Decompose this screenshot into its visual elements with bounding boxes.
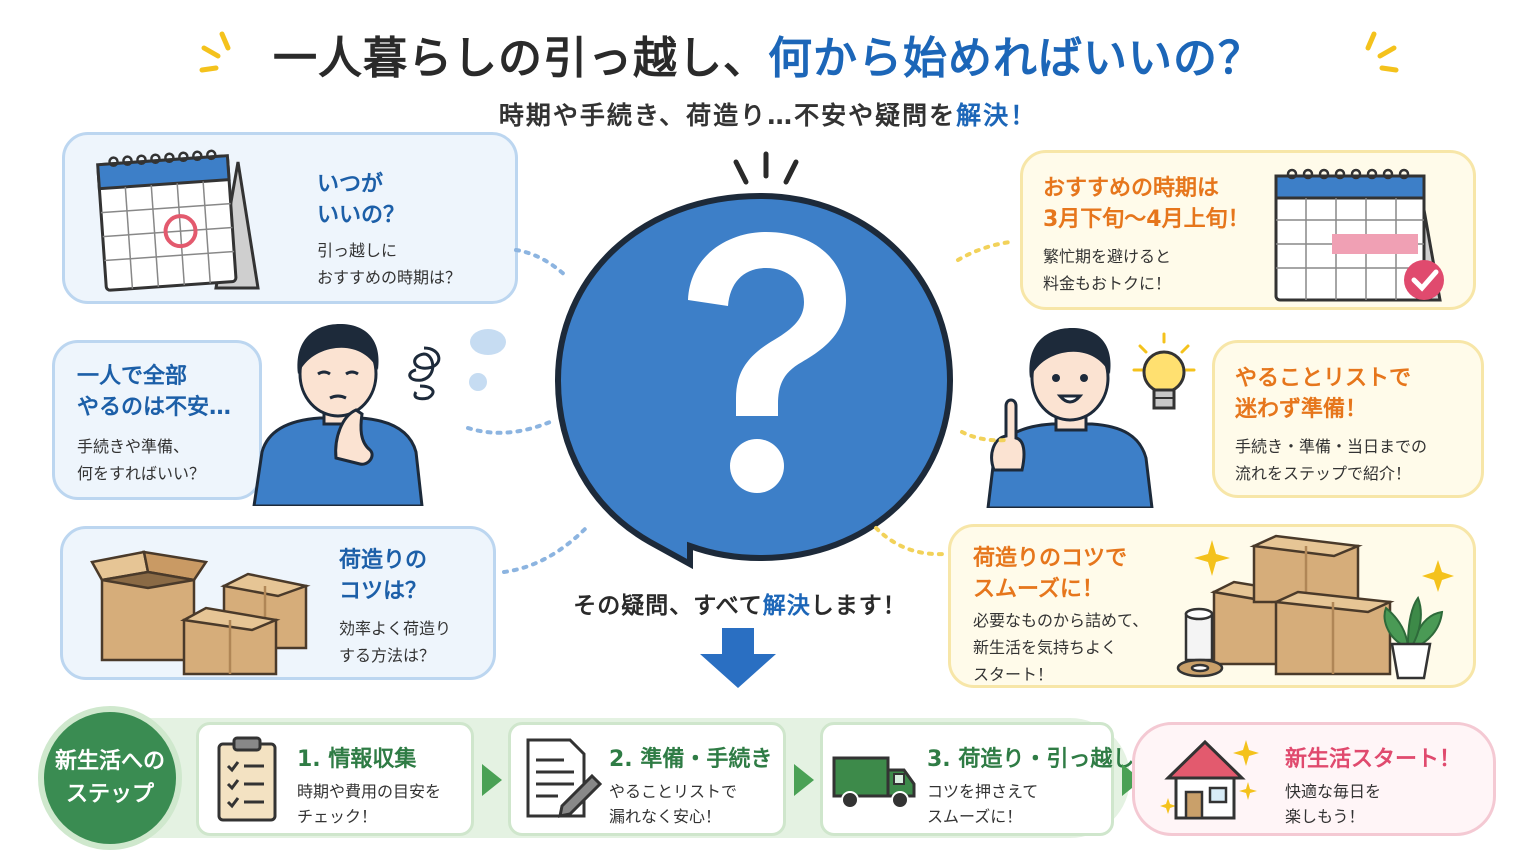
calendar-icon — [96, 149, 260, 292]
confused-swirl-icon — [408, 346, 441, 401]
step-3-title: 3. 荷造り・引っ越し — [927, 747, 1135, 772]
worried-person-icon — [252, 324, 424, 506]
document-pen-icon — [526, 738, 602, 818]
card-tips-text: 必要なものから詰めて、 新生活を気持ちよく スタート！ — [973, 611, 1149, 684]
dotted-connector — [874, 526, 946, 557]
down-arrow-icon — [700, 628, 776, 688]
card-alone-text: 手続きや準備、 何をすればいい？ — [77, 437, 206, 483]
card-todo: やることリストで 迷わず準備！ 手続き・準備・当日までの 流れをステップで紹介！ — [1212, 340, 1484, 498]
dotted-connector — [514, 248, 568, 278]
calendar-check-icon — [1274, 168, 1444, 302]
card-season-text: 繁忙期を避けると 料金もおトクに！ — [1043, 247, 1172, 293]
thought-bubble-dots — [469, 329, 506, 391]
steps-label-badge: 新生活への ステップ — [38, 706, 182, 850]
house-icon — [1160, 739, 1259, 820]
card-when-title: いつが いいの？ — [317, 172, 406, 228]
step-4-text: 快適な毎日を 楽しもう！ — [1285, 782, 1382, 826]
page-subtitle: 時期や手続き、荷造り…不安や疑問を解決！ — [498, 101, 1038, 130]
dotted-connector — [960, 430, 1008, 443]
card-alone-title: 一人で全部 やるのは不安… — [77, 364, 232, 420]
card-tips-title: 荷造りのコツで スムーズに！ — [973, 546, 1128, 602]
card-packing-title: 荷造りの コツは？ — [339, 548, 428, 604]
card-todo-title: やることリストで 迷わず準備！ — [1235, 366, 1412, 422]
boxes-icon — [90, 550, 311, 676]
card-season-title: おすすめの時期は 3月下旬〜4月上旬！ — [1043, 176, 1250, 232]
pointing-person-icon — [986, 328, 1154, 508]
clipboard-icon — [217, 736, 277, 822]
step-2-text: やることリストで 漏れなく安心！ — [609, 782, 738, 826]
step-1-title: 1. 情報収集 — [297, 747, 417, 772]
step-3-text: コツを押さえて スムーズに！ — [927, 782, 1039, 826]
truck-icon — [832, 756, 916, 809]
lightbulb-icon — [1132, 332, 1196, 410]
boxes-plant-icon — [1176, 534, 1454, 680]
center-message: その疑問、すべて解決します！ — [573, 593, 907, 619]
card-packing-text: 効率よく荷造り する方法は？ — [339, 619, 452, 665]
card-alone: 一人で全部 やるのは不安… 手続きや準備、 何をすればいい？ — [52, 340, 262, 500]
question-bubble-icon — [554, 151, 954, 570]
step-2-title: 2. 準備・手続き — [609, 747, 773, 772]
dotted-connector — [466, 420, 552, 435]
card-when-text: 引っ越しに おすすめの時期は？ — [317, 241, 462, 287]
dotted-connector — [502, 526, 588, 574]
step-arrow — [482, 764, 502, 796]
page-title: 一人暮らしの引っ越し、何から始めればいいの？ — [273, 33, 1263, 84]
step-1-text: 時期や費用の目安を チェック！ — [297, 782, 442, 826]
step-4-title: 新生活スタート！ — [1285, 747, 1462, 772]
card-todo-text: 手続き・準備・当日までの 流れをステップで紹介！ — [1235, 437, 1428, 483]
step-arrow — [794, 764, 814, 796]
sparkle-icon — [199, 31, 231, 73]
sparkle-icon — [1365, 31, 1399, 73]
dotted-connector — [956, 240, 1012, 262]
